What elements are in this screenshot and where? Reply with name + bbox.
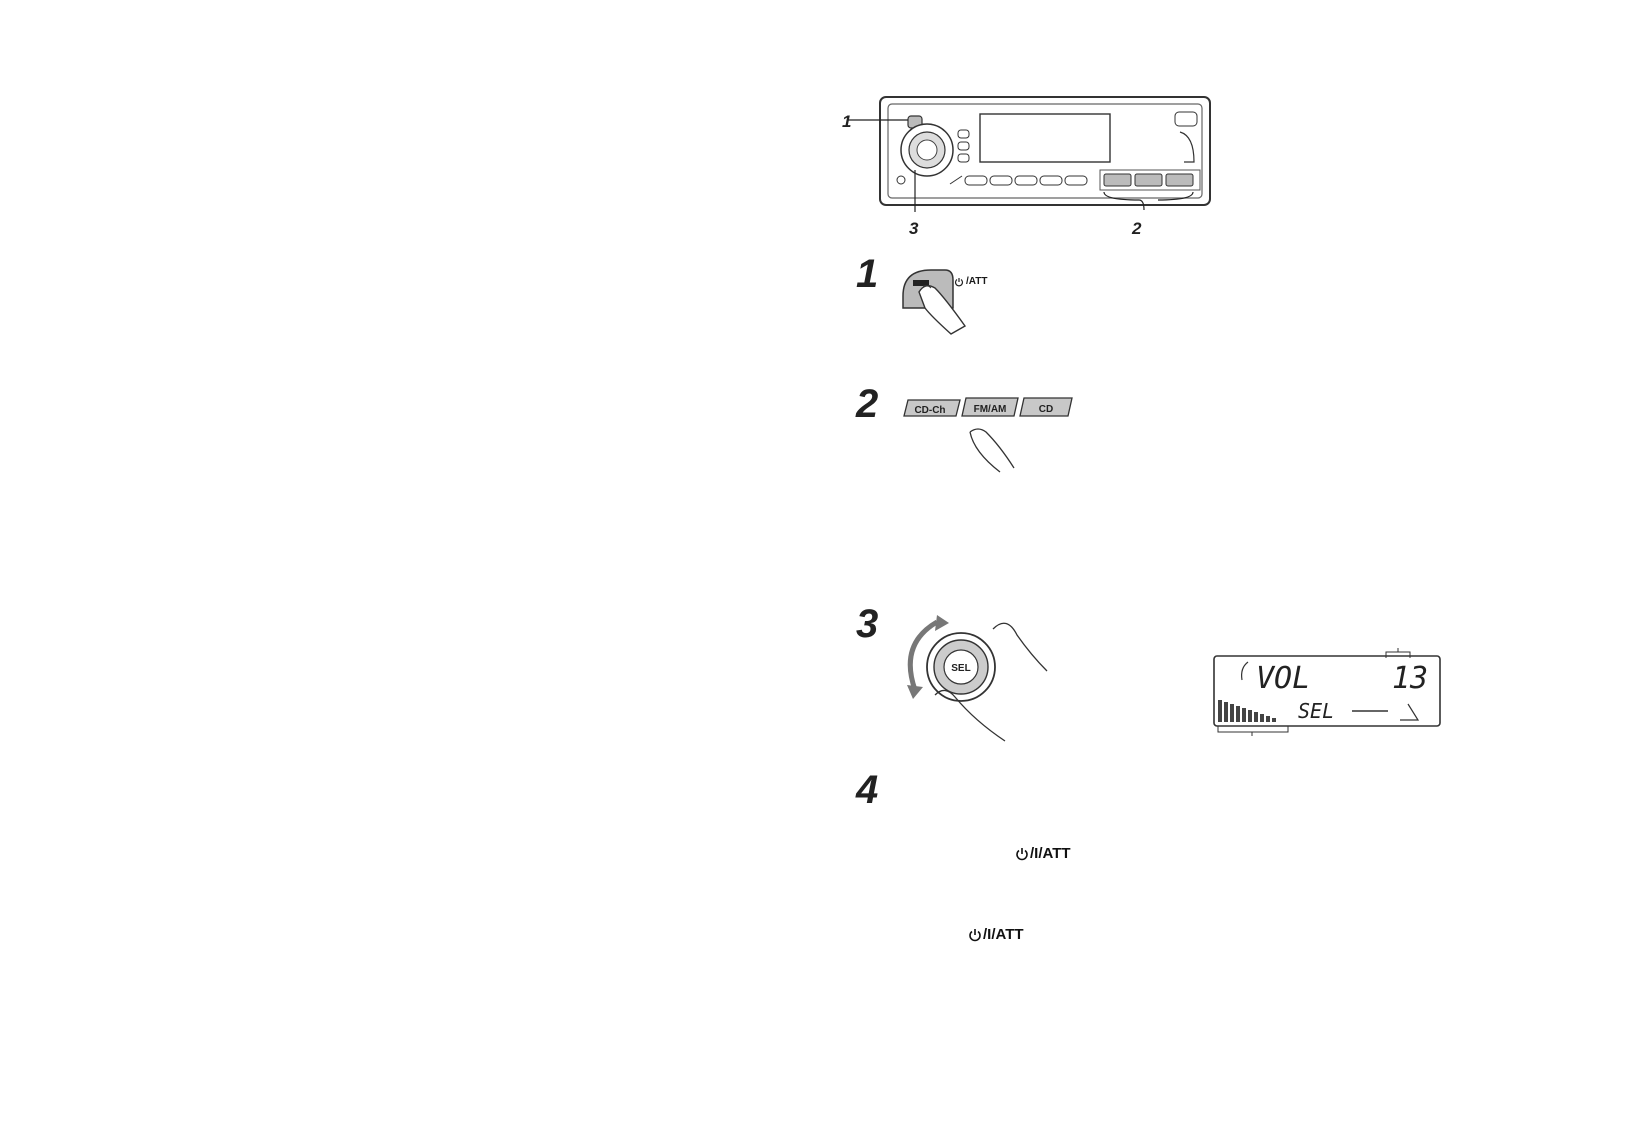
source-button-fm-am: FM/AM bbox=[961, 397, 1019, 417]
car-stereo-front-panel bbox=[847, 96, 1211, 212]
step-1-button-label: /ATT bbox=[954, 276, 987, 287]
finger-icon bbox=[992, 622, 1048, 672]
cd-ch-label: CD-Ch bbox=[914, 405, 945, 416]
att-label: /ATT bbox=[966, 276, 988, 287]
power-icon bbox=[1016, 847, 1028, 860]
rotate-arrow-icon bbox=[907, 619, 939, 691]
step-2-number: 2 bbox=[856, 382, 879, 426]
lcd-sel-text: SEL bbox=[1298, 699, 1334, 723]
att-reference-text-2: /I/ATT bbox=[983, 926, 1024, 943]
panel-display-window bbox=[979, 113, 1111, 163]
callout-3: 3 bbox=[909, 219, 919, 238]
step-1-number: 1 bbox=[856, 252, 879, 296]
source-button-cd-ch: CD-Ch bbox=[903, 399, 961, 417]
att-reference-text-1: /I/ATT bbox=[1030, 845, 1071, 862]
callout-2: 2 bbox=[1132, 219, 1142, 238]
step-4-number: 4 bbox=[856, 768, 879, 812]
lcd-vol-text: VOL bbox=[1256, 661, 1310, 696]
step-1-illustration bbox=[895, 258, 1005, 348]
lcd-level-meter bbox=[1218, 700, 1276, 722]
sel-label: SEL bbox=[951, 663, 970, 674]
front-panel-illustration bbox=[847, 92, 1215, 240]
step-2-illustration: CD-Ch FM/AM CD bbox=[900, 392, 1080, 473]
cd-label: CD bbox=[1039, 404, 1053, 415]
step-3-illustration: SEL bbox=[895, 605, 1055, 745]
power-icon bbox=[954, 277, 964, 286]
lcd-volume-level: 13 bbox=[1392, 661, 1428, 696]
fm-am-label: FM/AM bbox=[974, 404, 1007, 415]
att-button-reference-1: /I/ATT bbox=[1015, 845, 1071, 862]
lcd-display: VOL 13 SEL bbox=[1212, 648, 1444, 736]
source-button-cd: CD bbox=[1019, 397, 1073, 417]
power-icon bbox=[969, 928, 981, 941]
callout-1: 1 bbox=[842, 112, 852, 131]
finger-icon bbox=[969, 428, 1015, 469]
step-3-number: 3 bbox=[856, 602, 879, 646]
att-button-reference-2: /I/ATT bbox=[968, 926, 1024, 943]
